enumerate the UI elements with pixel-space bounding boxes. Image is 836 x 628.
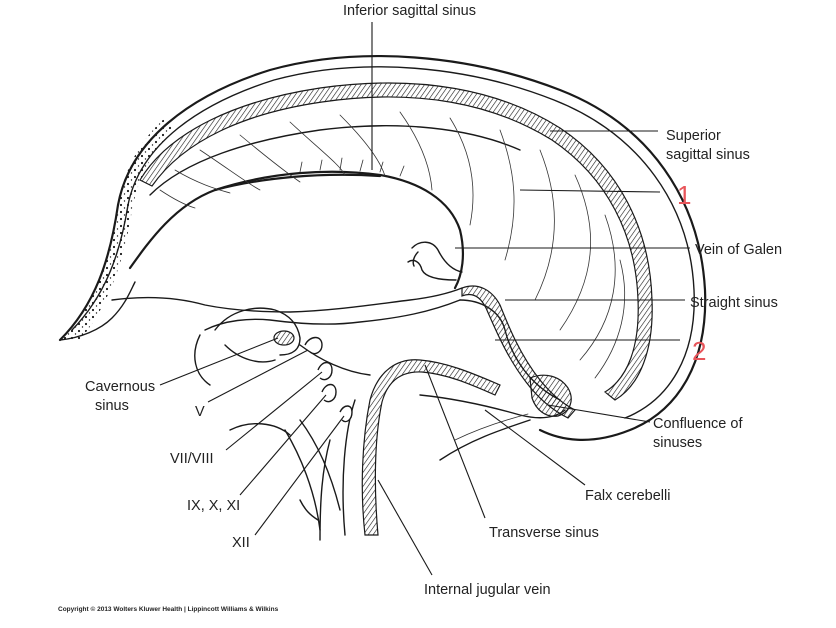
leader-internal-jugular-vein (377, 479, 433, 576)
label-straight-sinus: Straight sinus (690, 295, 778, 311)
transverse-and-jugular (319, 359, 501, 541)
leader-cavernous-sinus (159, 337, 279, 386)
label-vein-of-galen: Vein of Galen (695, 242, 782, 258)
skull-outline (58, 55, 707, 441)
label-nerve-vii-viii: VII/VIII (170, 451, 214, 467)
tentorium-region (111, 241, 576, 419)
leader-transverse-sinus (424, 364, 486, 519)
markers: 1 2 (677, 180, 706, 366)
label-falx-cerebelli: Falx cerebelli (585, 488, 670, 504)
leader-lines (159, 22, 690, 576)
label-cavernous-sinus-1: Cavernous (85, 379, 155, 395)
label-nerve-xii: XII (232, 535, 250, 551)
marker-1: 1 (677, 180, 691, 210)
label-superior-sagittal-sinus-1: Superior (666, 128, 721, 144)
superior-sagittal-sinus-shape (139, 82, 653, 401)
leader-nerve-ix-x-xi (239, 394, 327, 496)
label-nerve-v: V (195, 404, 205, 420)
leader-nerve-vii-viii (225, 371, 323, 451)
leader-falx-cerebelli (484, 409, 586, 486)
confluence-region (419, 374, 572, 461)
labels: Inferior sagittal sinus Superior sagitta… (85, 3, 782, 598)
leader-marker-1 (519, 189, 661, 193)
leader-nerve-v (207, 349, 309, 403)
label-confluence-1: Confluence of (653, 416, 743, 432)
leader-nerve-xii (254, 415, 345, 536)
copyright-notice: Copyright © 2013 Wolters Kluwer Health |… (58, 605, 279, 613)
label-transverse-sinus: Transverse sinus (489, 525, 599, 541)
label-cavernous-sinus-2: sinus (95, 398, 129, 414)
label-confluence-2: sinuses (653, 435, 702, 451)
marker-2: 2 (692, 336, 706, 366)
label-superior-sagittal-sinus-2: sagittal sinus (666, 147, 750, 163)
leader-confluence (547, 404, 651, 423)
label-inferior-sagittal-sinus: Inferior sagittal sinus (343, 3, 476, 19)
label-internal-jugular-vein: Internal jugular vein (424, 582, 551, 598)
cavernous-and-nerves (194, 307, 371, 531)
falx-cerebri (128, 111, 626, 379)
label-nerve-ix-x-xi: IX, X, XI (187, 498, 240, 514)
